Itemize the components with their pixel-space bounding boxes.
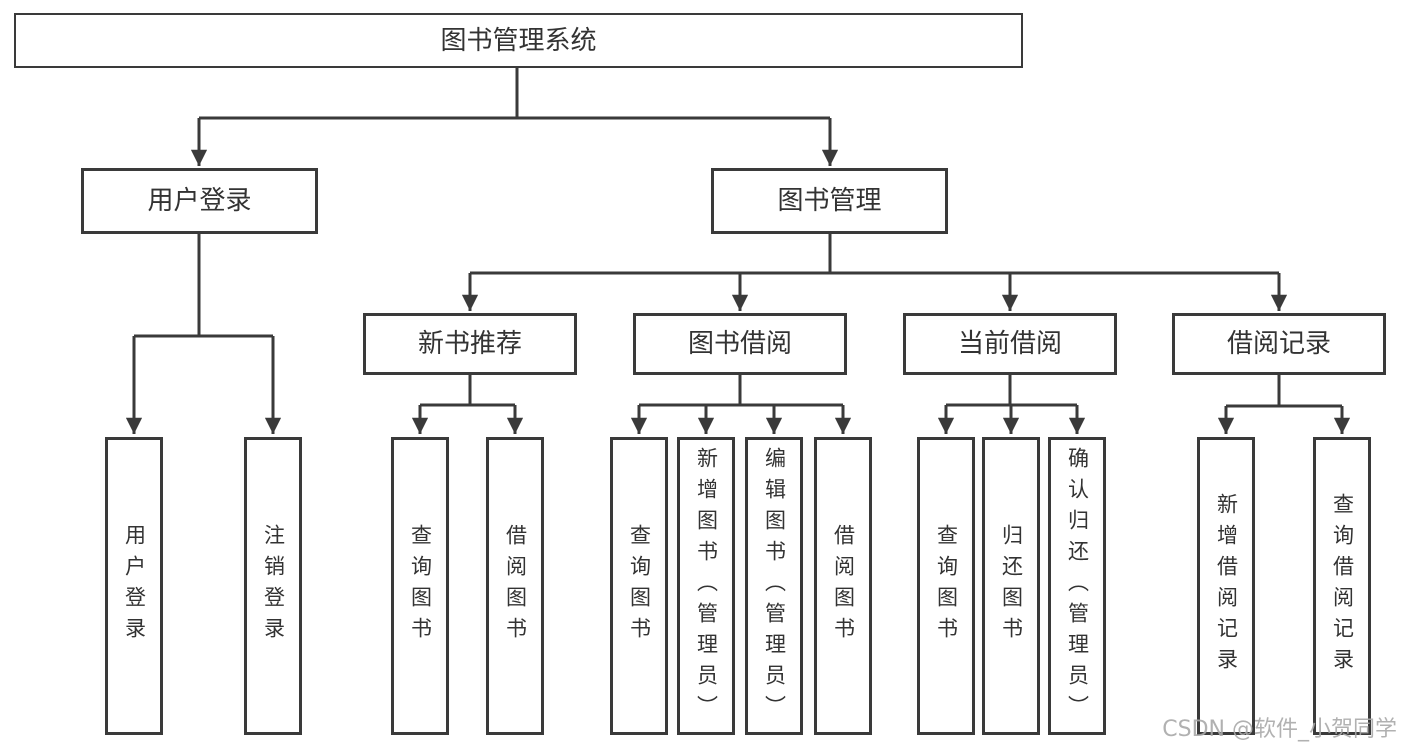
node-user-login: 用户登录 (81, 168, 318, 234)
node-user-login-label: 用户登录 (147, 186, 252, 216)
node-book-borrow-label: 图书借阅 (687, 329, 792, 359)
leaf-query-books-3: 查询图书 (917, 437, 975, 735)
leaf-borrow-books-2-label: 借阅图书 (831, 524, 856, 648)
leaf-borrow-books-1-label: 借阅图书 (503, 524, 528, 648)
leaf-edit-books-admin-label: 编辑图书（管理员） (762, 446, 787, 726)
leaf-query-books-1: 查询图书 (391, 437, 449, 735)
node-new-book-recommend-label: 新书推荐 (417, 329, 522, 359)
leaf-query-borrow-record: 查询借阅记录 (1313, 437, 1371, 735)
leaf-confirm-return-admin-label: 确认归还（管理员） (1065, 446, 1090, 726)
leaf-query-borrow-record-label: 查询借阅记录 (1330, 493, 1355, 679)
connector-trunk (134, 68, 1342, 408)
leaf-add-books-admin-label: 新增图书（管理员） (694, 446, 719, 726)
leaf-return-books-label: 归还图书 (999, 524, 1024, 648)
leaf-logout-label: 注销登录 (261, 524, 286, 648)
leaf-logout: 注销登录 (244, 437, 302, 735)
leaf-add-books-admin: 新增图书（管理员） (677, 437, 735, 735)
node-book-management: 图书管理 (711, 168, 948, 234)
node-current-borrow-label: 当前借阅 (957, 329, 1062, 359)
leaf-add-borrow-record-label: 新增借阅记录 (1214, 493, 1239, 679)
leaf-query-books-3-label: 查询图书 (934, 524, 959, 648)
leaf-user-login: 用户登录 (105, 437, 163, 735)
leaf-confirm-return-admin: 确认归还（管理员） (1048, 437, 1106, 735)
leaf-add-borrow-record: 新增借阅记录 (1197, 437, 1255, 735)
leaf-query-books-2-label: 查询图书 (627, 524, 652, 648)
leaf-user-login-label: 用户登录 (122, 524, 147, 648)
node-root-system: 图书管理系统 (14, 13, 1023, 68)
csdn-watermark: CSDN @软件_小贺同学 (1162, 717, 1397, 742)
node-current-borrow: 当前借阅 (903, 313, 1117, 375)
node-book-borrow: 图书借阅 (633, 313, 847, 375)
node-book-management-label: 图书管理 (777, 186, 882, 216)
node-root-label: 图书管理系统 (440, 25, 597, 56)
leaf-borrow-books-1: 借阅图书 (486, 437, 544, 735)
leaf-edit-books-admin: 编辑图书（管理员） (745, 437, 803, 735)
node-borrow-records: 借阅记录 (1172, 313, 1386, 375)
node-new-book-recommend: 新书推荐 (363, 313, 577, 375)
leaf-return-books: 归还图书 (982, 437, 1040, 735)
leaf-query-books-1-label: 查询图书 (408, 524, 433, 648)
node-borrow-records-label: 借阅记录 (1226, 329, 1331, 359)
leaf-query-books-2: 查询图书 (610, 437, 668, 735)
leaf-borrow-books-2: 借阅图书 (814, 437, 872, 735)
